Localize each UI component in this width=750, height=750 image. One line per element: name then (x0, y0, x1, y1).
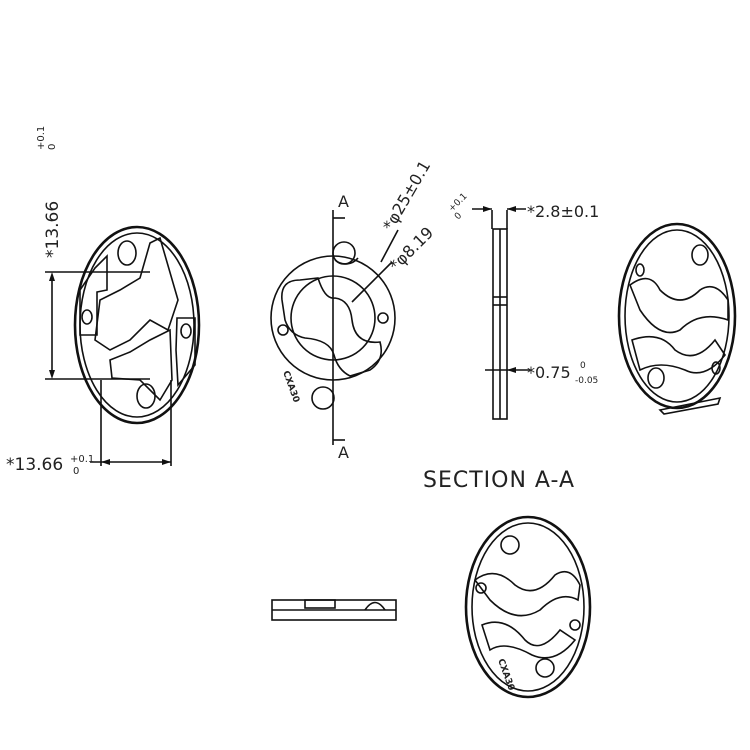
step-tol-upper: 0 (580, 361, 586, 371)
width-dimension-label: *13.66 (6, 455, 63, 475)
holder-top-view-left (73, 225, 201, 425)
width-tol-upper: +0.1 (70, 454, 94, 465)
section-title: SECTION A-A (423, 468, 575, 493)
outer-diameter-label: *φ25±0.1 (379, 157, 434, 234)
height-tol-lower: 0 (47, 144, 58, 150)
holder-front-view: A A CXA30 *φ25±0.1 *φ8.19 +0.1 0 (270, 157, 470, 462)
holder-iso-view-right (617, 222, 737, 415)
holder-iso-view-bottom: CXA30 (464, 515, 592, 699)
dimension-width: *13.66 +0.1 0 (6, 380, 172, 477)
width-tol-lower: 0 (73, 466, 79, 477)
thickness-label: *2.8±0.1 (527, 202, 599, 221)
section-view: *2.8±0.1 *0.75 0 -0.05 SECTION A-A (423, 202, 599, 493)
section-marker-bottom: A (338, 443, 349, 462)
section-marker-top: A (338, 192, 349, 211)
height-dimension-label: *13.66 (43, 201, 63, 258)
engraving-logo: CXA30 (280, 370, 301, 404)
step-label: *0.75 (527, 363, 571, 382)
hole-tol-lower: 0 (453, 211, 464, 222)
height-tol-upper: +0.1 (36, 126, 47, 150)
hole-tol-upper: +0.1 (447, 192, 470, 215)
step-tol-lower: -0.05 (575, 376, 598, 386)
dimension-height: *13.66 +0.1 0 (36, 126, 150, 380)
holder-side-view (271, 599, 397, 621)
